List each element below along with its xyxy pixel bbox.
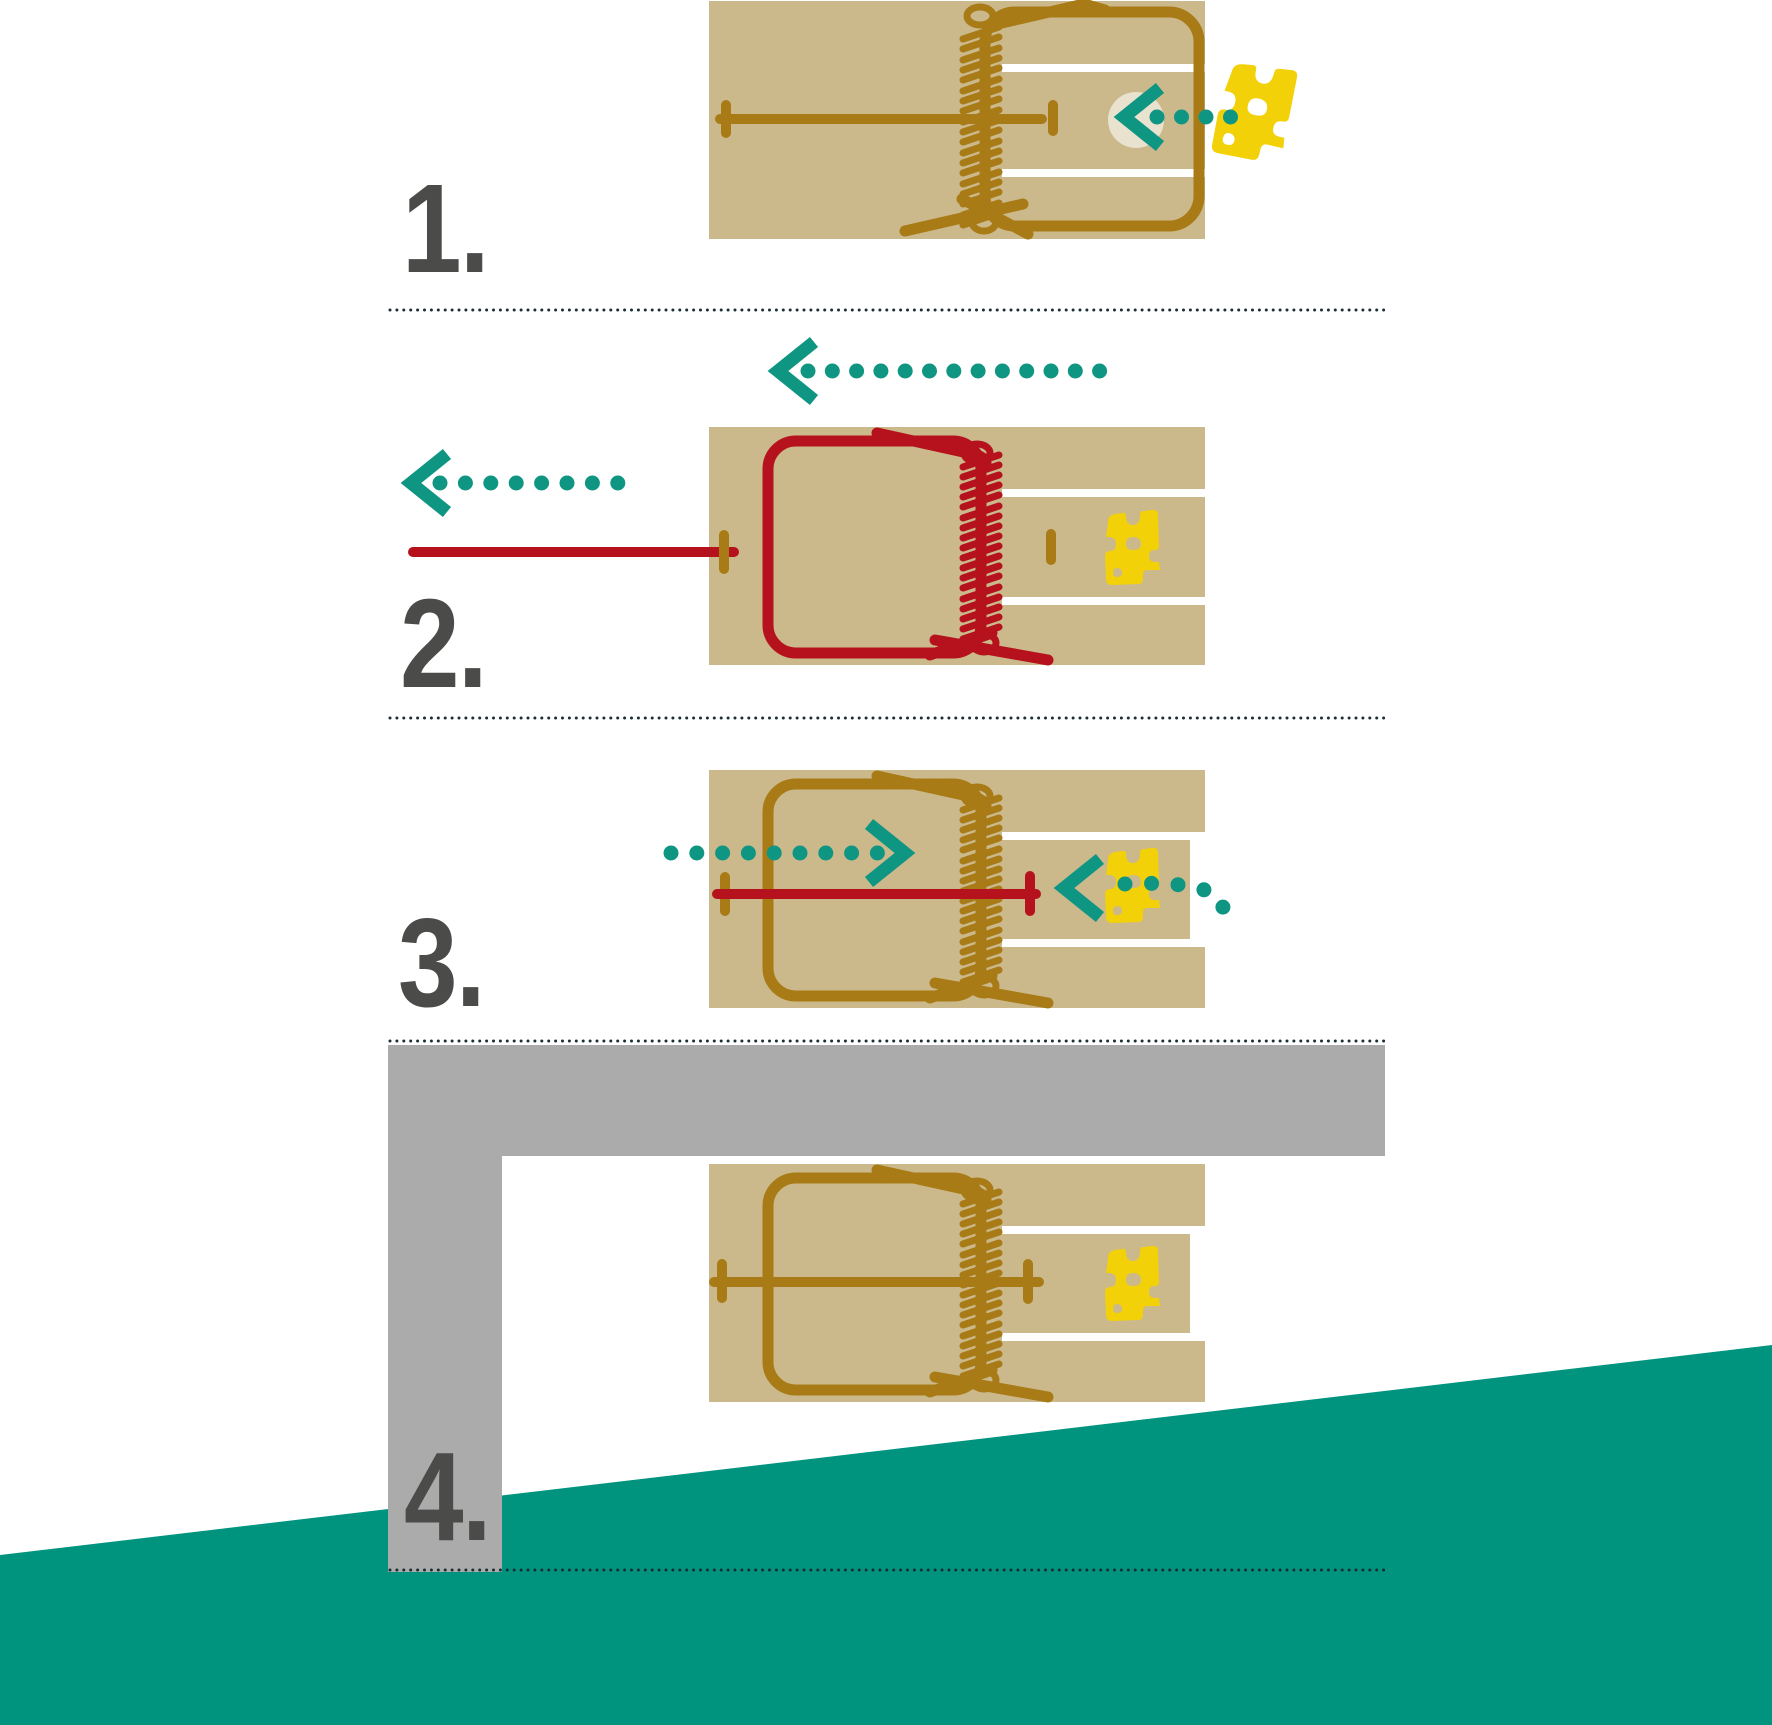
trap-wire-frame (715, 4, 1199, 234)
step-3-label: 3. (398, 892, 484, 1033)
bait-under-bar-arrow (1064, 859, 1234, 941)
pull-direction-arrow-left (411, 454, 651, 512)
floor-surface (0, 1345, 1772, 1725)
step-4-label: 4. (404, 1426, 490, 1567)
step-1-label: 1. (402, 158, 488, 299)
trap-base (709, 427, 1205, 665)
cheese-icon (1209, 56, 1301, 168)
hammer-spring-moving (408, 433, 1048, 660)
step-4-place-along-wall (709, 1164, 1205, 1402)
arrow-dotted-trail-curved (1117, 875, 1234, 941)
trap-base-grooves (1002, 1226, 1205, 1341)
step-1-place-bait (709, 1, 1301, 239)
pull-direction-arrow-top (778, 342, 1131, 400)
trap-base-grooves (1002, 64, 1205, 177)
bar-direction-arrow (663, 824, 905, 882)
step-2-label: 2. (400, 573, 486, 714)
locking-bar-moving (712, 871, 1041, 916)
trap-base-grooves (1002, 489, 1205, 605)
step-2-pull-back-hammer (411, 342, 1205, 665)
step-3-set-locking-bar (663, 770, 1234, 1008)
fixed-pins (719, 529, 1056, 574)
trap-wire-frame (709, 1170, 1048, 1397)
wall-corner (388, 1045, 1385, 1572)
